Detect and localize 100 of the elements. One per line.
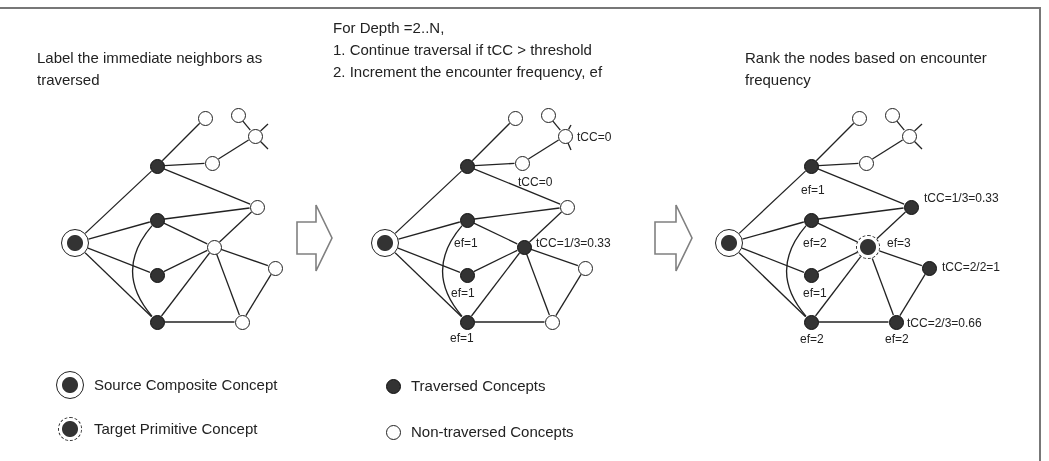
traversed-concept-node (149, 158, 165, 174)
panel-heading: Label the immediate neighbors as traversed (37, 48, 264, 90)
edge-line (741, 221, 805, 240)
edge-line (397, 221, 461, 240)
non-traversed-concept-node (858, 155, 874, 171)
traversed-concept-node (516, 239, 532, 255)
legend-label: Target Primitive Concept (94, 420, 258, 438)
traversed-concept-node (921, 260, 937, 276)
non-traversed-concept-node (901, 128, 917, 144)
edge-line (397, 247, 461, 273)
edge-line (817, 207, 905, 220)
edge-line (87, 221, 151, 240)
node-annotation: ef=2 (800, 332, 824, 346)
edge-line (87, 247, 151, 273)
legend-label: Traversed Concepts (411, 377, 546, 395)
edge-line (220, 248, 269, 267)
edge-line (817, 222, 858, 243)
non-traversed-concept-node (267, 260, 283, 276)
edge-line (899, 273, 926, 317)
stub-line (567, 124, 572, 131)
edge-line (217, 139, 250, 160)
edge-line (163, 162, 206, 167)
traversed-concept-node (803, 212, 819, 228)
source-concept-node (371, 229, 399, 257)
edge-line (896, 120, 905, 131)
edge-line (878, 250, 923, 267)
node-annotation: tCC=2/2=1 (942, 260, 1001, 274)
node-annotation: ef=2 (885, 332, 909, 346)
edge-line (131, 225, 153, 317)
panel-heading: 1. Continue traversal if tCC > threshold (333, 40, 593, 60)
node-annotation: tCC=2/3=0.66 (907, 316, 982, 330)
non-traversed-concept-node (540, 107, 556, 123)
node-annotation: ef=3 (887, 236, 911, 250)
non-traversed-concept-node (507, 110, 523, 126)
traversed-concept-node (459, 314, 475, 330)
edge-line (473, 222, 518, 245)
edge-line (815, 122, 855, 162)
non-traversed-concept-node (230, 107, 246, 123)
node-annotation: ef=2 (803, 236, 827, 250)
edge-line (471, 122, 511, 162)
non-traversed-concept-node (197, 110, 213, 126)
node-annotation: tCC=0 (518, 175, 553, 189)
traversed-concept-node (888, 314, 904, 330)
edge-line (163, 321, 236, 323)
edge-line (245, 273, 272, 317)
traversed-concept-node (149, 212, 165, 228)
edge-line (555, 273, 582, 317)
edge-line (473, 162, 516, 167)
non-traversed-concept-node (577, 260, 593, 276)
non-traversed-concept-node (514, 155, 530, 171)
target-concept-node (856, 235, 880, 259)
block-arrow (654, 204, 693, 272)
stub-line (913, 123, 923, 132)
traversed-concept-node (459, 267, 475, 283)
edge-line (394, 170, 463, 235)
traversed-concept-node (149, 314, 165, 330)
non-traversed-concept-node (204, 155, 220, 171)
edge-line (552, 120, 561, 131)
traversed-concept-node (459, 158, 475, 174)
non-traversed-concept-node (206, 239, 222, 255)
edge-line (242, 120, 251, 131)
edge-line (163, 222, 208, 245)
edge-line (163, 249, 208, 273)
edge-line (817, 251, 858, 273)
panel-heading: Rank the nodes based on encounter frequency (745, 48, 988, 90)
node-annotation: tCC=1/3=0.33 (924, 191, 999, 205)
edge-line (473, 249, 518, 273)
block-arrow (296, 204, 333, 272)
edge-line (871, 139, 904, 160)
edge-line (738, 252, 807, 318)
edge-line (817, 168, 905, 205)
non-traversed-concept-node (557, 128, 573, 144)
node-annotation: ef=1 (450, 331, 474, 345)
traversed-concept-node (459, 212, 475, 228)
edge-line (871, 257, 895, 316)
edge-line (738, 170, 807, 235)
edge-line (876, 211, 907, 240)
edge-line (817, 321, 890, 323)
edge-line (163, 168, 251, 205)
edge-line (473, 168, 561, 205)
edge-line (441, 225, 463, 317)
edge-line (163, 207, 251, 220)
non-traversed-concept-node (544, 314, 560, 330)
edge-line (741, 247, 805, 273)
source-concept-node (715, 229, 743, 257)
edge-line (473, 321, 546, 323)
legend-label: Non-traversed Concepts (411, 423, 574, 441)
edge-line (215, 253, 241, 316)
traversed-concept-node (803, 314, 819, 330)
panel-heading: 2. Increment the encounter frequency, ef (333, 62, 604, 82)
edge-line (527, 139, 560, 160)
node-annotation: ef=1 (803, 286, 827, 300)
edge-line (528, 211, 563, 243)
traversed-concept-node (149, 267, 165, 283)
edge-line (525, 253, 551, 316)
edge-line (218, 211, 253, 243)
edge-line (160, 252, 211, 317)
edge-line (161, 122, 201, 162)
source-concept-node (61, 229, 89, 257)
edge-line (470, 252, 521, 317)
